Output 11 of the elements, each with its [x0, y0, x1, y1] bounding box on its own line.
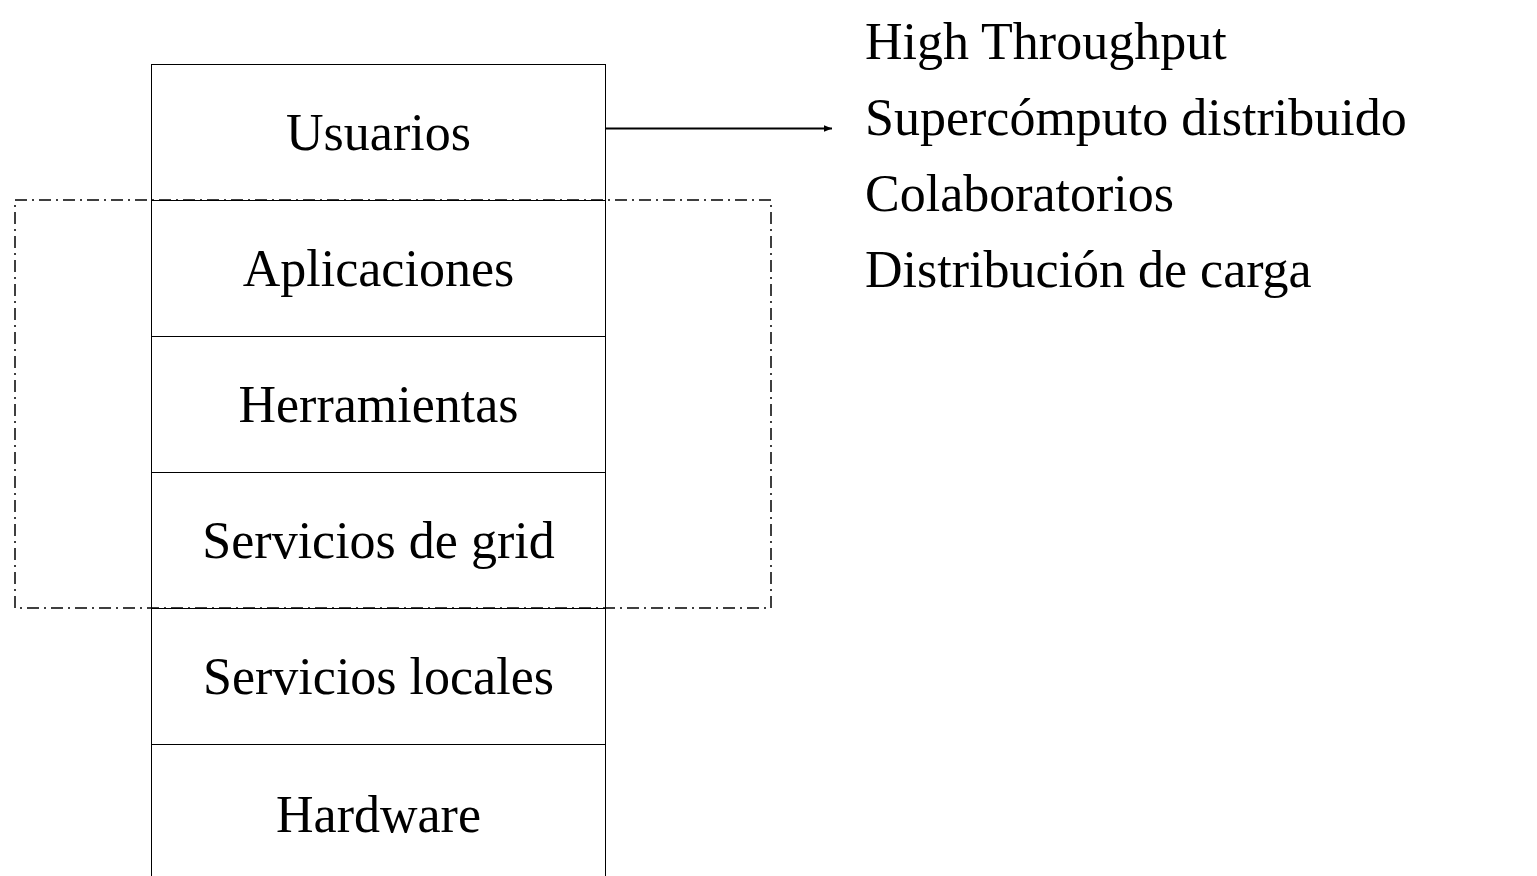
list-item: Supercómputo distribuido: [865, 88, 1407, 148]
list-item: Distribución de carga: [865, 240, 1313, 300]
layer-box: Servicios de grid: [151, 472, 606, 609]
list-item: Colaboratorios: [865, 164, 1176, 224]
list-item: High Throughput: [865, 12, 1228, 72]
layer-box: Herramientas: [151, 336, 606, 473]
layer-box: Aplicaciones: [151, 200, 606, 337]
arrow: [605, 125, 833, 132]
layer-box: Usuarios: [151, 64, 606, 201]
layer-box: Servicios locales: [151, 608, 606, 745]
layer-box: Hardware: [151, 744, 606, 876]
